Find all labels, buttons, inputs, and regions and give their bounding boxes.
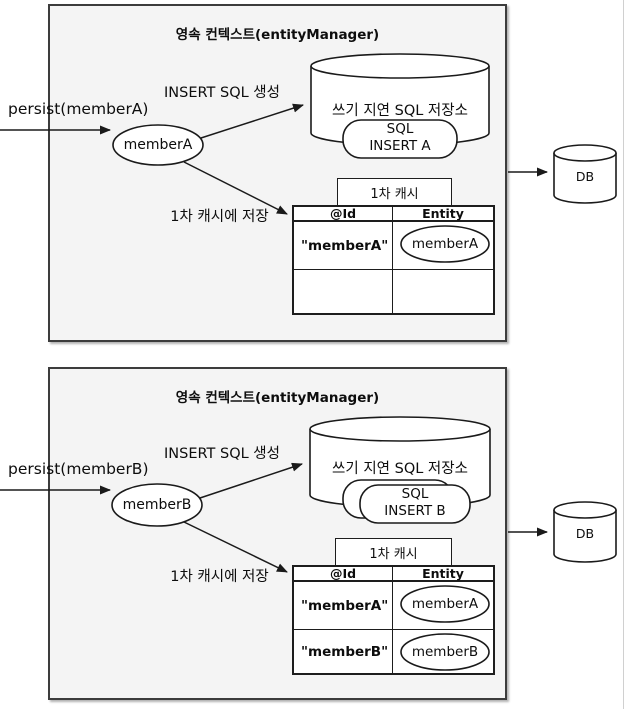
storage-label-b: 쓰기 지연 SQL 저장소 bbox=[332, 461, 468, 477]
storage-label-a: 쓰기 지연 SQL 저장소 bbox=[332, 103, 468, 119]
first-level-cache-title-box-a: 1차 캐시 bbox=[337, 178, 452, 206]
sql-insert-b-text: SQL INSERT B bbox=[360, 486, 470, 520]
table-a-header-entity: Entity bbox=[393, 206, 493, 222]
table-a-row1-entity: memberA bbox=[411, 236, 479, 252]
first-level-cache-table-a: @Id Entity "memberA" bbox=[292, 205, 495, 315]
cache-save-label-b: 1차 캐시에 저장 bbox=[170, 569, 269, 585]
table-a-row1-entity-cell bbox=[393, 222, 493, 270]
sql-insert-a-line1: SQL bbox=[386, 121, 414, 137]
persist-label-a: persist(memberA) bbox=[8, 100, 149, 118]
table-b-row1-entity: memberA bbox=[411, 596, 479, 612]
cache-save-label-a: 1차 캐시에 저장 bbox=[170, 209, 269, 225]
first-level-cache-title-a: 1차 캐시 bbox=[370, 186, 419, 202]
first-level-cache-title-b: 1차 캐시 bbox=[369, 546, 418, 562]
table-a-row1-id: "memberA" bbox=[294, 222, 393, 270]
member-a-label: memberA bbox=[123, 137, 193, 153]
sql-insert-a-line2: INSERT A bbox=[369, 138, 431, 154]
sql-insert-a-text: SQL INSERT A bbox=[343, 121, 457, 155]
panel-b-title: 영속 컨텍스트(entityManager) bbox=[175, 390, 380, 406]
table-a-row2-id bbox=[294, 270, 393, 313]
table-b-row2-entity: memberB bbox=[411, 644, 479, 660]
table-b-row2-id: "memberB" bbox=[294, 630, 393, 673]
db-label-b: DB bbox=[575, 526, 595, 541]
table-a-row2-entity-cell bbox=[393, 270, 493, 313]
persist-label-b: persist(memberB) bbox=[8, 460, 149, 478]
member-b-label: memberB bbox=[122, 497, 192, 513]
table-b-row1-id: "memberA" bbox=[294, 582, 393, 630]
db-label-a: DB bbox=[575, 169, 595, 184]
panel-a-title: 영속 컨텍스트(entityManager) bbox=[175, 27, 380, 43]
table-b-header-id: @Id bbox=[294, 566, 393, 582]
table-b-row1-entity-cell bbox=[393, 582, 493, 630]
table-b-header-entity: Entity bbox=[393, 566, 493, 582]
sql-insert-b-line1: SQL bbox=[401, 486, 429, 502]
table-a-header-id: @Id bbox=[294, 206, 393, 222]
first-level-cache-title-box-b: 1차 캐시 bbox=[335, 538, 452, 566]
page-edge-line bbox=[623, 0, 624, 709]
insert-sql-label-b: INSERT SQL 생성 bbox=[164, 446, 280, 462]
sql-insert-b-line2: INSERT B bbox=[384, 503, 446, 519]
insert-sql-label-a: INSERT SQL 생성 bbox=[164, 85, 280, 101]
